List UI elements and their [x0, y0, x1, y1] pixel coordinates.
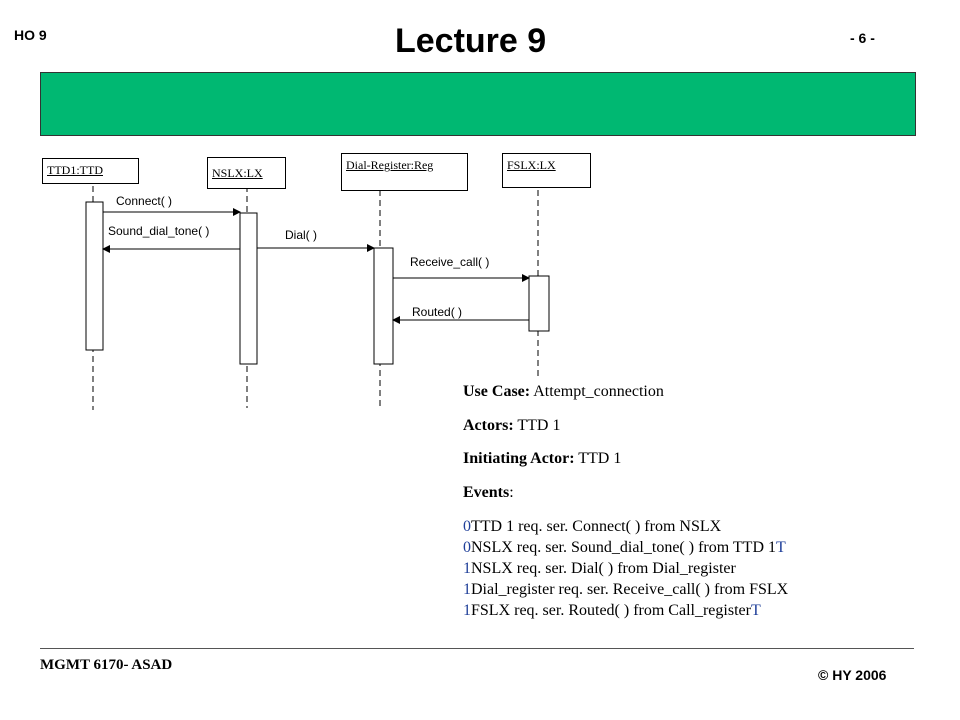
footer-divider: [40, 648, 914, 649]
event-index: 0: [463, 518, 471, 535]
use-case-line: Use Case: Attempt_connection: [463, 383, 664, 401]
activation-dialreg: [373, 247, 394, 365]
message-label-connect: Connect( ): [116, 194, 173, 208]
actors-label: Actors:: [463, 417, 514, 434]
object-fslx-label: FSLX:LX: [507, 158, 556, 172]
use-case-value: Attempt_connection: [530, 383, 664, 400]
actors-value: TTD 1: [513, 417, 561, 434]
event-item: 1Dial_register req. ser. Receive_call( )…: [463, 579, 788, 600]
event-index: 1: [463, 560, 471, 577]
object-dial-register-label: Dial-Register:Reg: [346, 158, 434, 172]
events-list: 0TTD 1 req. ser. Connect( ) from NSLX 0N…: [463, 516, 788, 621]
events-heading: Events:: [463, 484, 514, 502]
events-label: Events: [463, 484, 510, 501]
message-label-sound-dial-tone: Sound_dial_tone( ): [108, 224, 210, 238]
use-case-label: Use Case:: [463, 383, 531, 400]
object-ttd-label: TTD1:TTD: [47, 163, 103, 177]
event-text: Dial_register req. ser. Receive_call( ) …: [471, 581, 789, 598]
event-item: 0NSLX req. ser. Sound_dial_tone( ) from …: [463, 537, 788, 558]
initiating-actor-label: Initiating Actor:: [463, 450, 575, 467]
activation-ttd: [85, 201, 104, 351]
event-text: TTD 1 req. ser. Connect( ) from NSLX: [471, 518, 722, 535]
page-title: Lecture 9: [395, 22, 547, 60]
event-item: 1NSLX req. ser. Dial( ) from Dial_regist…: [463, 558, 788, 579]
event-index: 1: [463, 602, 471, 619]
event-index: 1: [463, 581, 471, 598]
events-colon: :: [509, 484, 514, 501]
object-fslx: FSLX:LX: [502, 153, 591, 188]
event-item: 1FSLX req. ser. Routed( ) from Call_regi…: [463, 600, 788, 621]
message-label-routed: Routed( ): [412, 305, 463, 319]
handout-number: HO 9: [14, 27, 47, 43]
title-banner: [40, 72, 916, 136]
activation-fslx: [528, 275, 550, 332]
object-ttd: TTD1:TTD: [42, 158, 139, 184]
event-index: 0: [463, 539, 471, 556]
page-number: - 6 -: [850, 30, 875, 46]
course-code: MGMT 6170- ASAD: [40, 657, 173, 673]
actors-line: Actors: TTD 1: [463, 417, 560, 435]
activation-nslx: [239, 212, 258, 365]
message-label-receive-call: Receive_call( ): [410, 255, 490, 269]
event-item: 0TTD 1 req. ser. Connect( ) from NSLX: [463, 516, 788, 537]
object-nslx: NSLX:LX: [207, 157, 286, 189]
initiating-actor-line: Initiating Actor: TTD 1: [463, 450, 621, 468]
event-tail: T: [750, 602, 761, 619]
event-text: NSLX req. ser. Dial( ) from Dial_registe…: [471, 560, 736, 577]
initiating-actor-value: TTD 1: [574, 450, 622, 467]
copyright: © HY 2006: [818, 667, 887, 683]
object-nslx-label: NSLX:LX: [212, 166, 263, 180]
event-text: NSLX req. ser. Sound_dial_tone( ) from T…: [471, 539, 776, 556]
object-dial-register: Dial-Register:Reg: [341, 153, 468, 191]
event-tail: T: [776, 539, 786, 556]
event-text: FSLX req. ser. Routed( ) from Call_regis…: [471, 602, 751, 619]
message-label-dial: Dial( ): [285, 228, 317, 242]
